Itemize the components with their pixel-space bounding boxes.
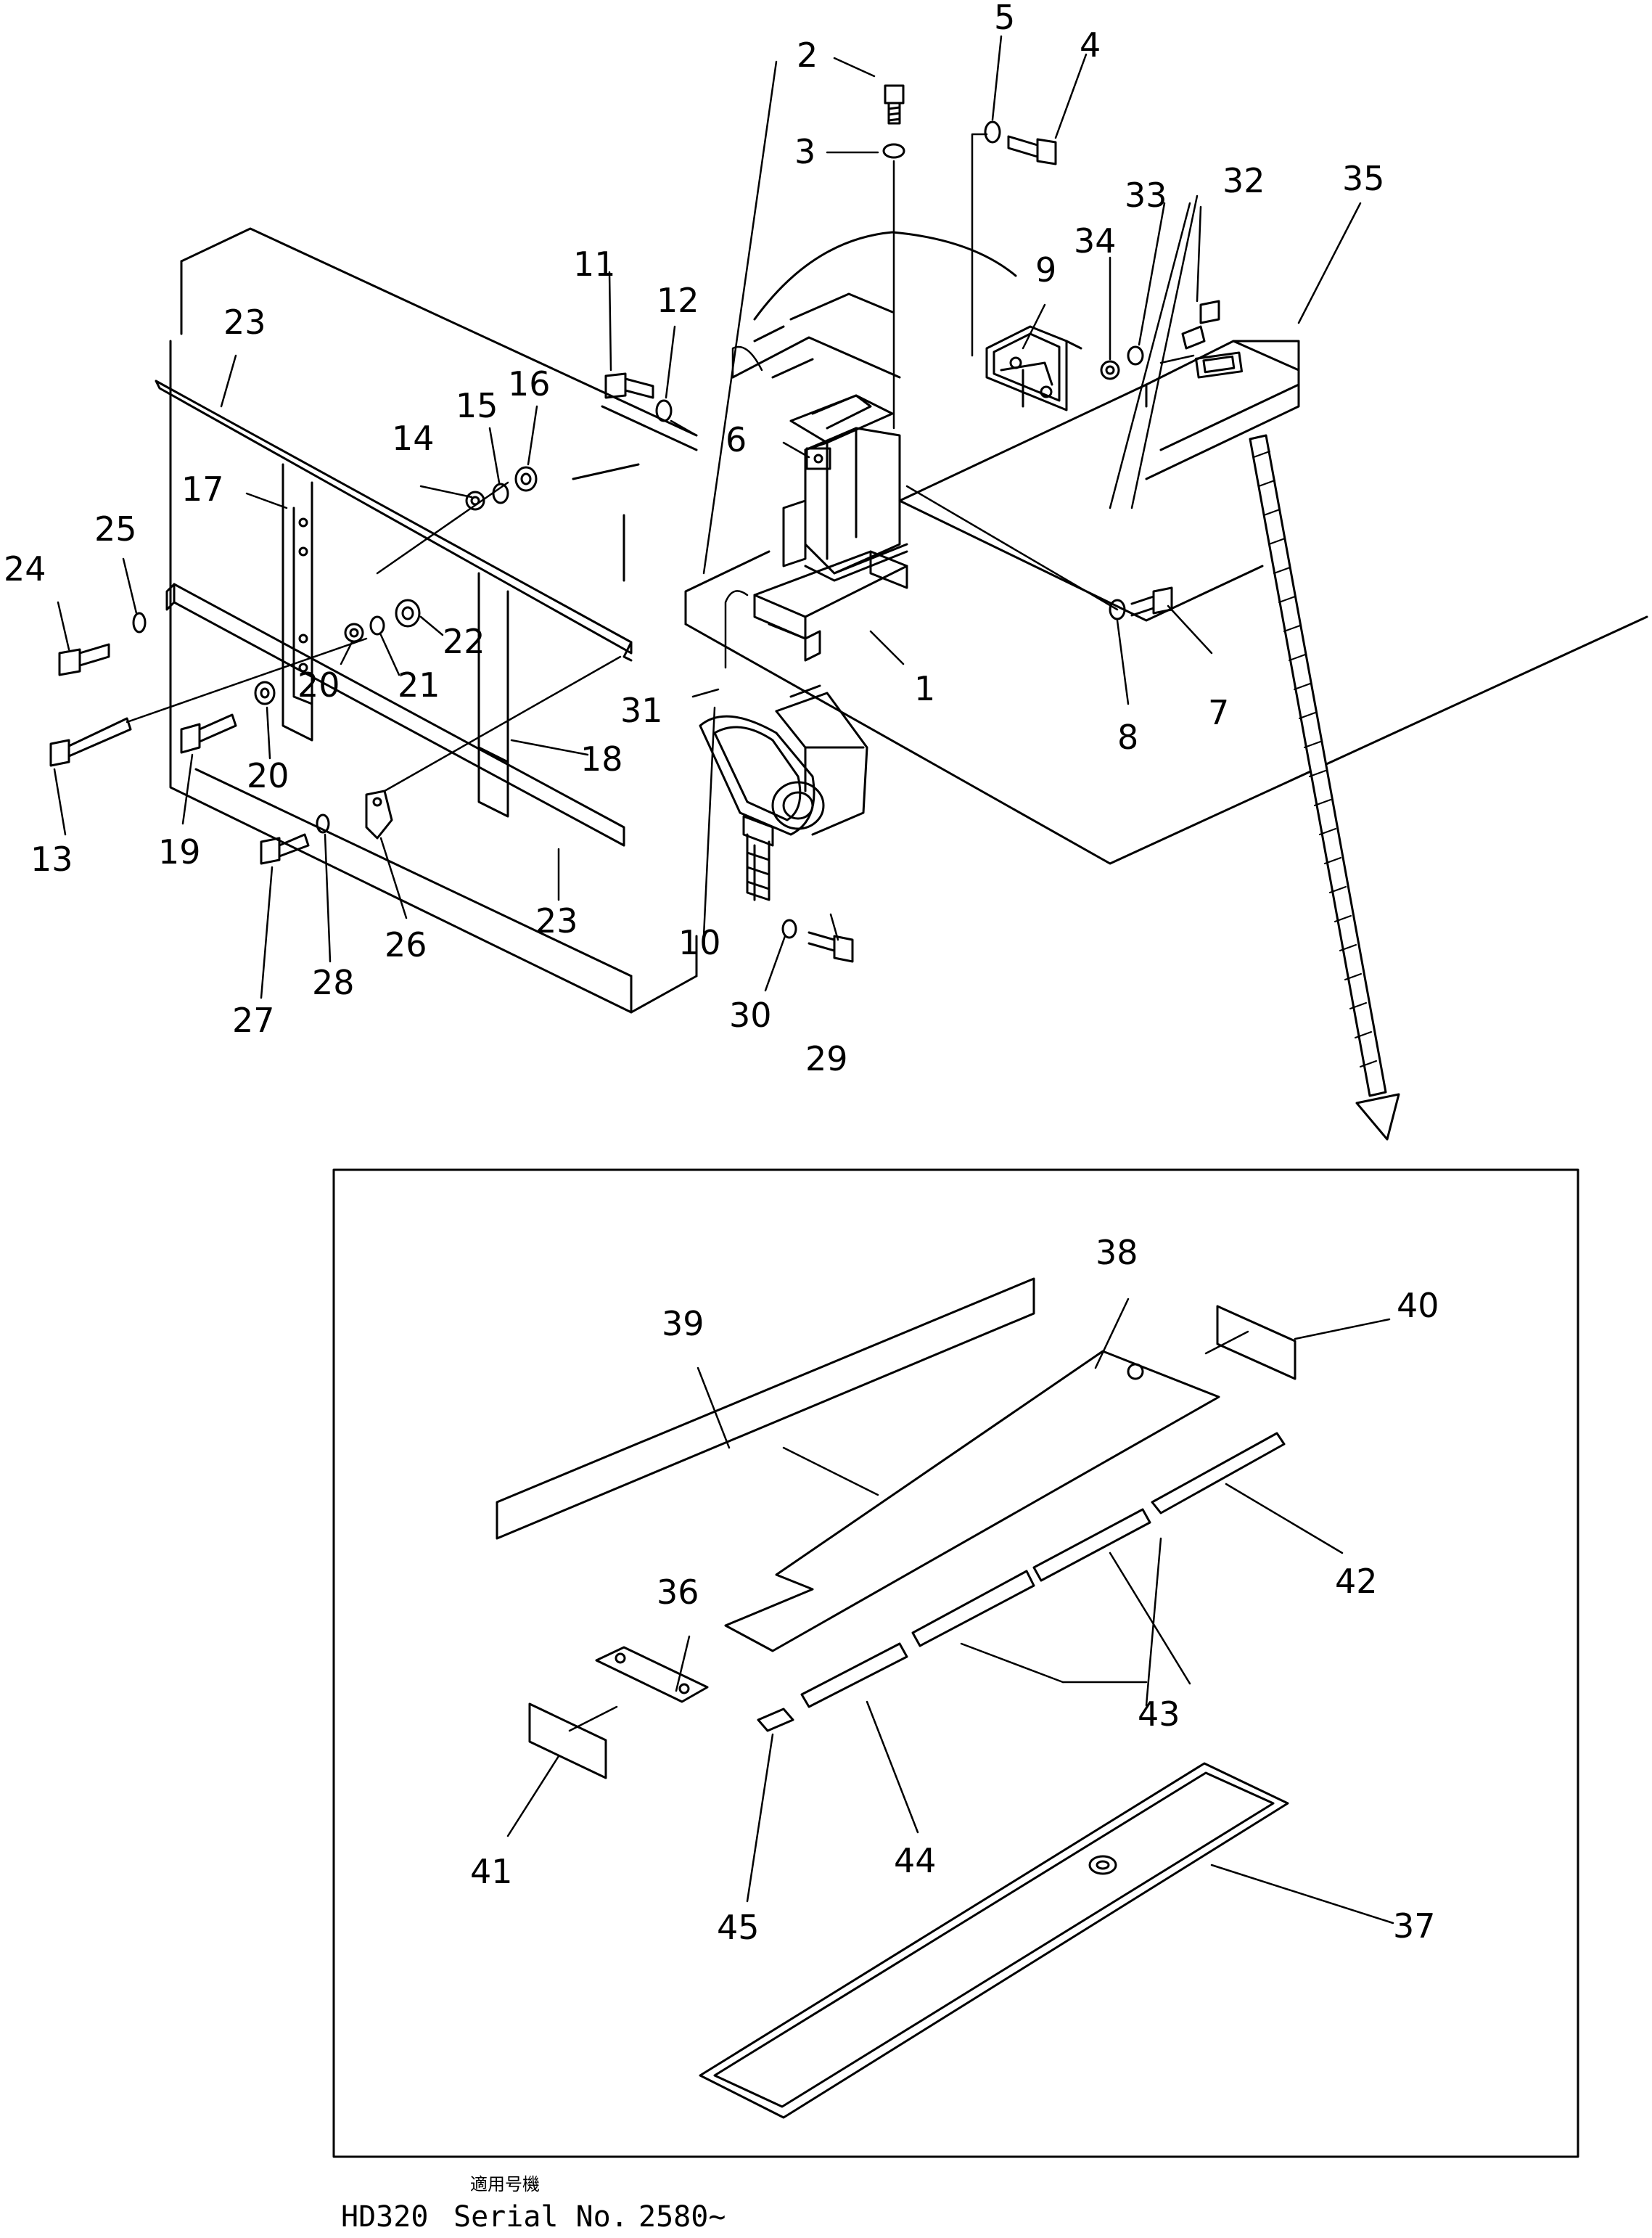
strip-44	[802, 1644, 907, 1707]
callout-45: 45	[717, 1908, 760, 1947]
callout-38: 38	[1096, 1233, 1138, 1272]
callout-19: 19	[158, 832, 201, 872]
callout-4: 4	[1080, 25, 1101, 65]
hatched-arrow-down-icon	[1250, 435, 1399, 1139]
callout-39: 39	[662, 1304, 704, 1343]
plate-9	[987, 327, 1067, 410]
channel-bracket-1	[755, 552, 907, 660]
strip-42	[1152, 1433, 1284, 1513]
detail-frame	[334, 1170, 1578, 2157]
callout-34: 34	[1074, 221, 1117, 261]
serial-label: Serial No.	[453, 2200, 628, 2234]
callout-13: 13	[30, 840, 73, 879]
upper-assembly	[51, 36, 1647, 1139]
callout-24: 24	[4, 549, 46, 589]
tag-45	[758, 1709, 793, 1731]
callout-6: 6	[726, 420, 747, 459]
callout-11: 11	[573, 245, 616, 284]
callout-35: 35	[1342, 159, 1385, 198]
callout-16: 16	[508, 364, 551, 403]
frame-cross-member	[686, 232, 1647, 864]
callout-21: 21	[398, 665, 440, 705]
callout-43: 43	[1138, 1694, 1180, 1734]
callout-37: 37	[1393, 1906, 1436, 1946]
callout-8: 8	[1117, 718, 1138, 757]
callout-27: 27	[232, 1001, 275, 1040]
tag-40	[1217, 1306, 1295, 1379]
callout-41: 41	[470, 1852, 513, 1891]
serial-range: 2580~	[638, 2200, 726, 2234]
fasteners	[51, 86, 1219, 962]
callout-40: 40	[1397, 1286, 1439, 1325]
motor-unit-10	[700, 686, 867, 900]
serial-footer: 適用号機 HD320 Serial No. 2580~	[341, 2174, 726, 2234]
beam-35	[1146, 341, 1299, 479]
callout-31: 31	[620, 691, 663, 730]
callout-22: 22	[443, 622, 485, 661]
leader-lines	[54, 36, 1360, 998]
detail-leader-lines	[508, 1299, 1393, 1923]
assembly-guide-lines	[127, 62, 1197, 791]
applicable-models-label: 適用号機	[470, 2174, 540, 2194]
strip-39	[497, 1279, 1034, 1538]
strip-43b	[913, 1571, 1034, 1646]
callout-3: 3	[794, 132, 815, 171]
callout-10: 10	[678, 923, 721, 962]
callout-36: 36	[657, 1573, 699, 1612]
detail-view-box	[334, 1170, 1578, 2157]
model-code: HD320	[341, 2200, 428, 2234]
callout-5: 5	[994, 0, 1015, 37]
callout-29: 29	[805, 1039, 848, 1078]
callout-20-lower: 20	[247, 756, 289, 795]
tray-37	[700, 1763, 1288, 2118]
plate-38	[726, 1351, 1219, 1651]
upright-bracket-6	[784, 395, 907, 581]
callout-18: 18	[580, 739, 623, 779]
callout-20-upper: 20	[297, 665, 340, 705]
strip-43a	[1034, 1509, 1150, 1581]
callout-labels: 1 2 3 4 5 6 7 8 9 10 11 12 13 14 15 16 1…	[4, 0, 1439, 1947]
callout-15: 15	[456, 386, 498, 425]
callout-32: 32	[1222, 161, 1265, 200]
callout-33: 33	[1125, 176, 1167, 215]
callout-44: 44	[894, 1841, 937, 1880]
callout-23-lower: 23	[535, 901, 578, 940]
callout-12: 12	[657, 281, 699, 320]
callout-28: 28	[312, 963, 355, 1002]
callout-9: 9	[1035, 250, 1056, 290]
callout-42: 42	[1335, 1562, 1378, 1601]
callout-30: 30	[729, 996, 772, 1035]
radiator-housing	[170, 229, 696, 1012]
callout-2: 2	[797, 36, 818, 75]
callout-23-upper: 23	[223, 303, 266, 342]
tag-41	[530, 1704, 606, 1778]
plate-36	[596, 1647, 707, 1702]
callout-1: 1	[914, 669, 935, 708]
mounting-frame	[156, 381, 631, 845]
callout-14: 14	[392, 419, 435, 458]
callout-17: 17	[181, 470, 224, 509]
callout-25: 25	[94, 509, 137, 549]
callout-26: 26	[385, 925, 427, 964]
callout-7: 7	[1208, 693, 1229, 732]
